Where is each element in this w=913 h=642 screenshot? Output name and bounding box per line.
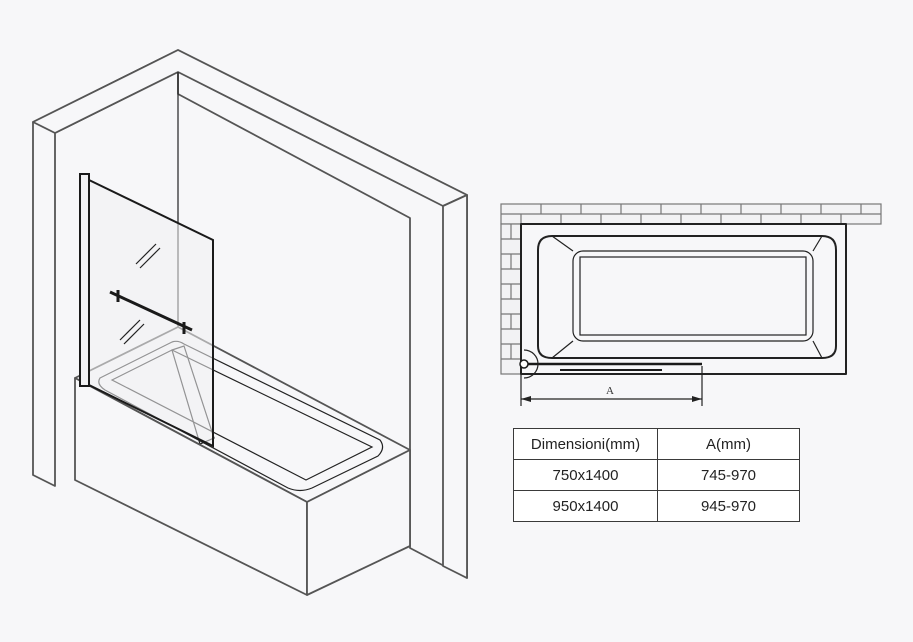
dimensions-table: Dimensioni(mm) A(mm) 750x1400 745-970 95… [513, 428, 800, 522]
table-header-row: Dimensioni(mm) A(mm) [513, 428, 800, 460]
glass-reflection [119, 319, 141, 341]
bathtub-rim-plan [537, 235, 837, 359]
cell-dimensioni: 950x1400 [513, 490, 658, 522]
glass-reflection [123, 323, 145, 345]
side-wall-front [442, 194, 468, 579]
towel-bar [109, 290, 193, 332]
glass-reflection [135, 243, 157, 265]
cell-a: 745-970 [657, 459, 800, 491]
cell-a: 945-970 [657, 490, 800, 522]
cell-dimensioni: 750x1400 [513, 459, 658, 491]
table-row: 950x1400 945-970 [513, 490, 800, 522]
bathtub-outline-plan [520, 223, 847, 375]
table-row: 750x1400 745-970 [513, 459, 800, 491]
top-brick-wall [500, 203, 882, 225]
hinge-plan [519, 359, 529, 369]
bathtub-side-panel [306, 449, 411, 596]
left-brick-wall [500, 223, 522, 375]
basin-corner [551, 340, 574, 359]
header-a: A(mm) [657, 428, 800, 460]
glass-panel [88, 178, 214, 448]
bathtub-inner-plan [579, 256, 807, 336]
dimension-arrow [521, 396, 531, 402]
basin-corner [812, 235, 823, 252]
basin-corner [812, 340, 823, 359]
header-dimensioni: Dimensioni(mm) [513, 428, 658, 460]
glass-reflection [139, 247, 161, 269]
basin-corner [551, 235, 574, 252]
dimension-label: A [606, 385, 614, 397]
dimension-arrow [692, 396, 702, 402]
bathtub-basin-plan [572, 250, 814, 342]
swing-arc [523, 349, 539, 379]
